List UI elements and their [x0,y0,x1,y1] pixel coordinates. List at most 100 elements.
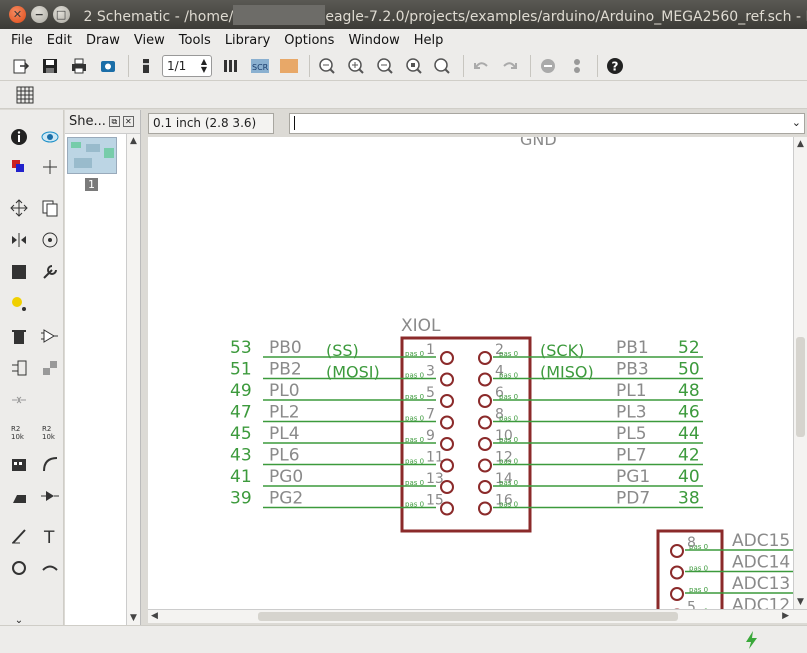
maximize-window-button[interactable]: □ [52,6,70,23]
scroll-up-icon[interactable]: ▲ [130,136,137,146]
menu-draw[interactable]: Draw [85,32,120,48]
mark-icon[interactable] [37,154,63,180]
zoom-fit-icon[interactable] [314,53,340,79]
port-label: PD7 [616,489,650,509]
menu-options[interactable]: Options [284,32,335,48]
show-icon[interactable] [37,124,63,150]
port-label: PL3 [616,403,647,423]
display-layers-icon[interactable] [6,154,32,180]
ulp-icon[interactable] [276,53,302,79]
adc-part-outline[interactable] [656,529,724,609]
minimize-window-button[interactable]: − [30,6,48,23]
canvas-vertical-scrollbar[interactable]: ▲ ▼ [793,137,807,609]
chevron-down-icon[interactable]: ⌄ [791,116,801,129]
smash-icon[interactable] [6,451,32,477]
xiol-part-outline[interactable] [400,336,532,533]
menu-help[interactable]: Help [413,32,444,48]
go-icon[interactable] [564,53,590,79]
pin-pad [478,437,492,451]
scroll-down-icon[interactable]: ▼ [797,597,804,607]
float-panel-icon[interactable]: ⧉ [108,116,120,127]
rotate-icon[interactable] [37,227,63,253]
menu-file[interactable]: File [11,32,33,48]
vertical-scroll-thumb[interactable] [796,337,805,437]
zoom-in-icon[interactable] [343,53,369,79]
circle-icon[interactable] [6,555,32,581]
invoke-icon[interactable] [37,483,63,509]
menu-library[interactable]: Library [224,32,271,48]
script-button[interactable]: SCR [247,53,273,79]
pin-type-label: pas 0 [689,565,708,573]
net-number-label: 46 [678,403,700,423]
sheet-thumbnail[interactable] [67,137,117,174]
page-select[interactable]: 1/1▲▼ [162,54,212,77]
zoom-out-icon[interactable] [372,53,398,79]
text-caret [294,116,295,130]
undo-icon[interactable] [468,53,494,79]
copy-icon[interactable] [37,195,63,221]
grid-icon[interactable] [12,82,38,108]
menu-view[interactable]: View [133,32,165,48]
cam-processor-icon[interactable] [95,53,121,79]
delete-icon[interactable] [6,323,32,349]
menu-window[interactable]: Window [348,32,400,48]
menu-edit[interactable]: Edit [46,32,72,48]
pin-pad [670,565,684,580]
sheets-scrollbar[interactable]: ▲ ▼ [126,134,140,625]
stop-icon[interactable] [535,53,561,79]
mirror-icon[interactable] [6,227,32,253]
arc-icon[interactable] [37,555,63,581]
pad-number-label: 5 [426,385,435,401]
split-icon[interactable] [6,387,32,413]
sheets-panel: She... ⧉ ✕ 1 ▲ ▼ [65,110,141,625]
paste-icon[interactable] [6,291,32,317]
pin-type-label: pas 0 [689,586,708,594]
scroll-down-icon[interactable]: ▼ [130,613,137,623]
more-tools-icon[interactable]: ⌄ [14,614,24,626]
pin-pad [478,415,492,430]
change-icon[interactable] [37,259,63,285]
pinswap-icon[interactable] [6,355,32,381]
print-icon[interactable] [66,53,92,79]
scroll-left-icon[interactable]: ◀ [151,611,158,621]
port-label: PL5 [616,424,647,444]
move-icon[interactable] [6,195,32,221]
close-panel-icon[interactable]: ✕ [122,116,134,127]
close-window-button[interactable]: ✕ [9,6,26,23]
add-part-icon[interactable] [37,323,63,349]
part-name-label: XIOL [401,316,441,336]
info-icon[interactable] [6,124,32,150]
board-switch-icon[interactable] [133,53,159,79]
redo-icon[interactable] [497,53,523,79]
pin-pad [440,437,454,451]
miter-icon[interactable] [37,451,63,477]
command-line-input[interactable]: ⌄ [289,113,805,134]
group-icon[interactable] [6,259,32,285]
redraw-icon[interactable] [401,53,427,79]
canvas-horizontal-scrollbar[interactable]: ◀ ▶ [148,609,807,623]
layer-settings-icon[interactable] [218,53,244,79]
split-wire-icon[interactable] [6,483,32,509]
script-button-label: SCR [252,63,269,72]
text-icon[interactable]: T [37,523,63,549]
menu-tools[interactable]: Tools [178,32,211,48]
zoom-select-icon[interactable] [430,53,456,79]
open-icon[interactable] [8,53,34,79]
gateswap-icon[interactable] [37,355,63,381]
port-label: PL4 [269,424,300,444]
scroll-right-icon[interactable]: ▶ [782,611,789,621]
save-icon[interactable] [37,53,63,79]
help-icon[interactable]: ? [602,53,628,79]
port-label: PG0 [269,467,303,487]
horizontal-scroll-thumb[interactable] [258,612,678,621]
pad-number-label: 1 [426,342,435,358]
scroll-up-icon[interactable]: ▲ [797,139,804,149]
pin-pad [478,394,492,408]
svg-text:T: T [43,528,55,545]
wire-icon[interactable] [6,523,32,549]
palette-row [6,227,68,253]
